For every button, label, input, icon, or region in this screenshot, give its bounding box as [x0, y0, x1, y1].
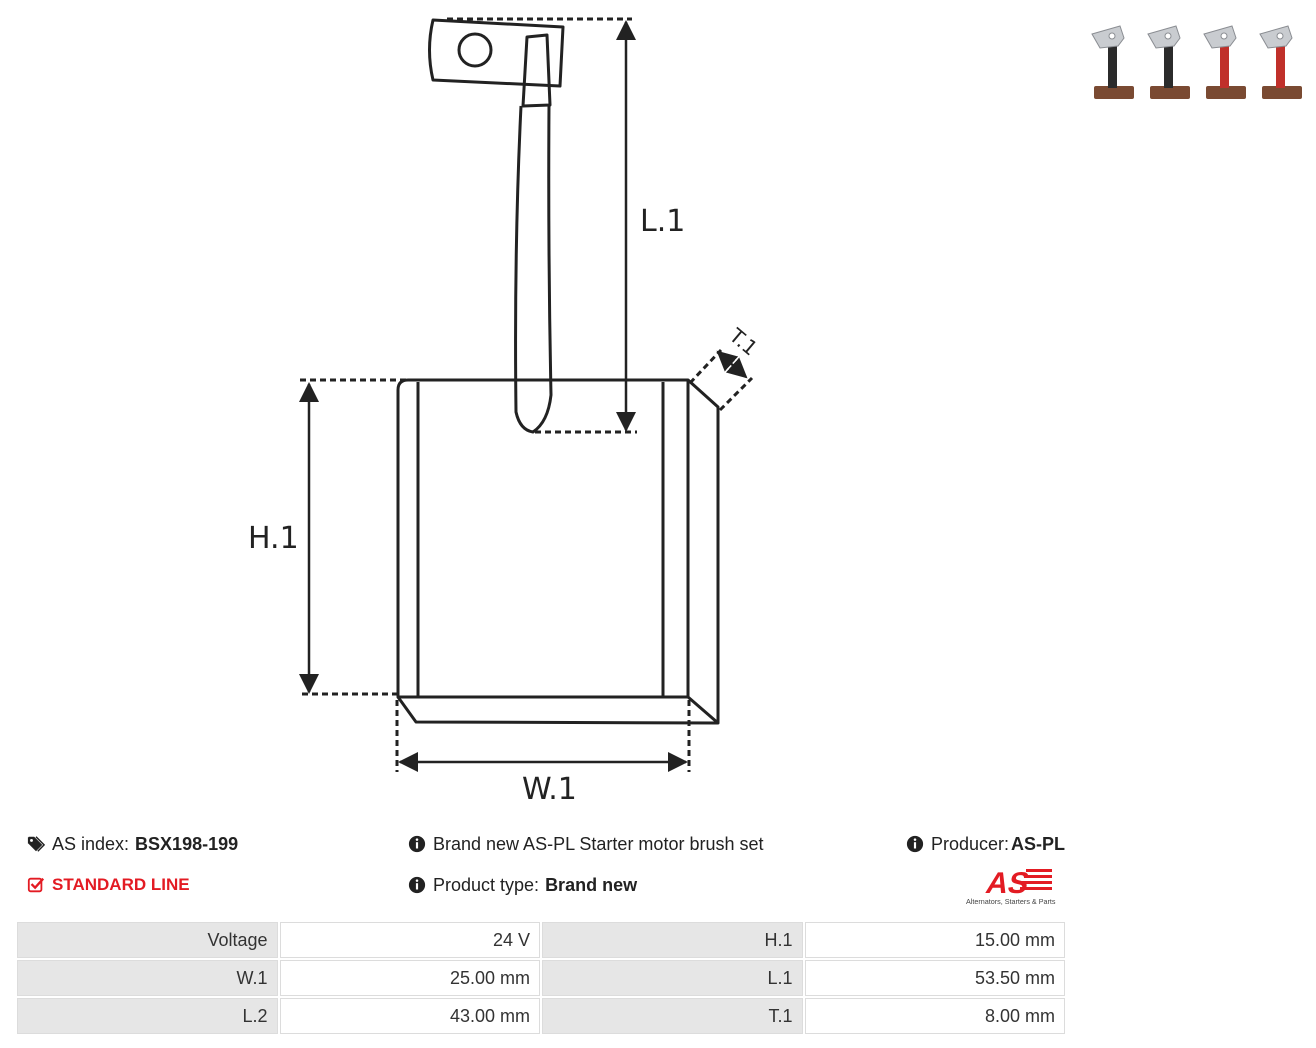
- spec-key: H.1: [542, 922, 803, 958]
- producer: Producer: AS-PL: [906, 833, 1065, 855]
- spec-key: L.2: [17, 998, 278, 1034]
- brush-technical-drawing: L.1 H.1 W.1 T.1: [248, 17, 762, 807]
- brush-thumbnail: [1259, 25, 1302, 99]
- spec-value: 25.00 mm: [279, 960, 540, 996]
- spec-key: L.1: [542, 960, 803, 996]
- as-pl-logo: AS Alternators, Starters & Parts: [966, 866, 1056, 906]
- spec-key: T.1: [542, 998, 803, 1034]
- product-thumbnail[interactable]: [1088, 6, 1310, 102]
- terminal-plate: [428, 18, 565, 88]
- product-type-value: Brand new: [545, 875, 638, 895]
- info-circle-icon: [408, 835, 426, 853]
- spec-value: 43.00 mm: [279, 998, 540, 1034]
- as-index-label: AS index:: [52, 834, 130, 854]
- producer-value: AS-PL: [1011, 834, 1066, 854]
- tag-icon: [27, 836, 45, 852]
- product-line-label: STANDARD LINE: [52, 875, 190, 894]
- spec-value: 15.00 mm: [804, 922, 1065, 958]
- table-row: Voltage 24 V H.1 15.00 mm: [17, 922, 1065, 958]
- table-row: L.2 43.00 mm T.1 8.00 mm: [17, 998, 1065, 1034]
- brush-thumbnail: [1091, 25, 1134, 99]
- product-type: Product type: Brand new: [408, 874, 637, 896]
- brush-thumbnail: [1203, 25, 1246, 99]
- product-type-label: Product type:: [433, 875, 540, 895]
- brush-thumbnail: [1147, 25, 1190, 99]
- as-index: AS index: BSX198-199: [27, 833, 238, 855]
- info-circle-icon: [408, 876, 426, 894]
- product-line: STANDARD LINE: [27, 874, 190, 896]
- spec-key: W.1: [17, 960, 278, 996]
- terminal-hole: [457, 32, 493, 68]
- description: Brand new AS-PL Starter motor brush set: [408, 833, 764, 855]
- label-h1: H.1: [248, 521, 299, 556]
- description-text: Brand new AS-PL Starter motor brush set: [433, 834, 764, 854]
- spec-table: Voltage 24 V H.1 15.00 mm W.1 25.00 mm L…: [15, 920, 1067, 1036]
- as-index-value: BSX198-199: [135, 834, 239, 854]
- logo-tagline: Alternators, Starters & Parts: [966, 897, 1056, 906]
- label-w1: W.1: [522, 772, 577, 807]
- cable: [514, 105, 553, 434]
- label-t1: T.1: [724, 323, 762, 361]
- producer-label: Producer:: [931, 834, 1010, 854]
- check-square-icon: [27, 877, 45, 893]
- dimension-t1: [716, 350, 748, 379]
- label-l1: L.1: [640, 204, 685, 239]
- brush-bottom-face: [396, 696, 719, 725]
- info-circle-icon: [906, 835, 924, 853]
- brush-front-face: [396, 378, 690, 699]
- spec-key: Voltage: [17, 922, 278, 958]
- spec-value: 8.00 mm: [804, 998, 1065, 1034]
- terminal-lug: [521, 33, 552, 108]
- brush-side-face: [686, 378, 720, 725]
- table-row: W.1 25.00 mm L.1 53.50 mm: [17, 960, 1065, 996]
- spec-value: 24 V: [279, 922, 540, 958]
- spec-value: 53.50 mm: [804, 960, 1065, 996]
